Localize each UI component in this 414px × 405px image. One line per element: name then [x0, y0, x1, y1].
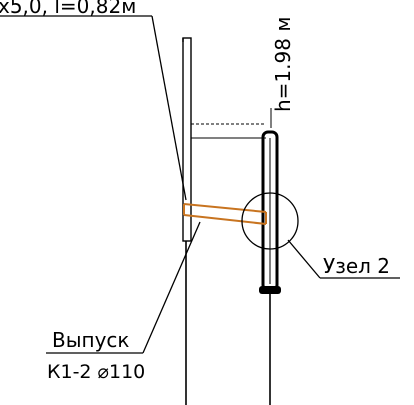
wall-element: [182, 37, 192, 405]
vertical-pipe: [259, 130, 281, 405]
node-label: Узел 2: [323, 254, 390, 278]
node-circle: [241, 192, 299, 250]
top-spec-leader: [151, 15, 187, 201]
top-spec-annotation: x5,0, l=0,82м: [0, 0, 187, 201]
outlet-title: Выпуск: [52, 328, 130, 352]
pipe-cap: [259, 286, 281, 294]
outlet-annotation: Выпуск К1-2 ⌀110: [46, 221, 201, 383]
node-leader: [287, 239, 321, 279]
outlet-spec: К1-2 ⌀110: [47, 361, 145, 383]
sleeve-edge-bottom: [183, 214, 267, 225]
outlet-sleeve: [183, 203, 267, 225]
sleeve-edge-top: [183, 203, 267, 213]
node-callout: Узел 2: [241, 192, 400, 279]
height-text: h=1.98 м: [271, 17, 295, 112]
height-reference: h=1.98 м: [191, 17, 295, 139]
top-spec-text: x5,0, l=0,82м: [0, 0, 136, 18]
outlet-leader: [142, 221, 201, 354]
wall-plate: [182, 37, 192, 242]
